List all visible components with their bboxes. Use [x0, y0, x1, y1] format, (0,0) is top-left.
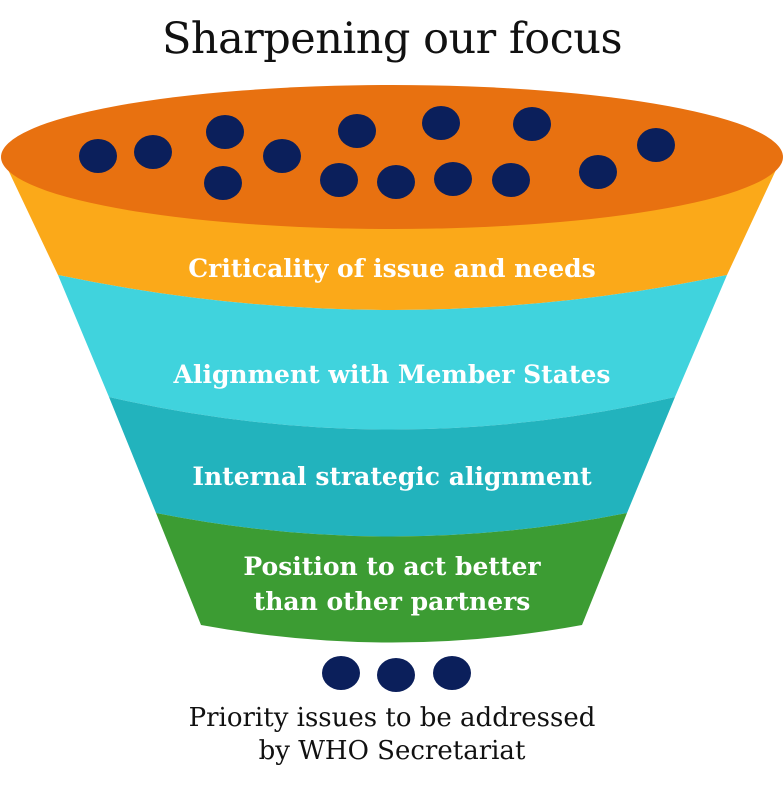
- layer-label-member-states: Alignment with Member States: [173, 360, 611, 389]
- issue-dot: [263, 139, 301, 173]
- bottom-dots-group: [322, 656, 471, 692]
- issue-dot: [320, 163, 358, 197]
- funnel-layer-position: [156, 513, 627, 643]
- diagram-title: Sharpening our focus: [161, 14, 623, 64]
- layer-label-criticality: Criticality of issue and needs: [188, 254, 595, 283]
- layer-label-position-line2: than other partners: [254, 587, 531, 616]
- layer-label-strategic: Internal strategic alignment: [192, 462, 592, 491]
- issue-dot: [206, 115, 244, 149]
- caption-line-1: Priority issues to be addressed: [188, 703, 596, 733]
- priority-dot: [433, 656, 471, 690]
- issue-dot: [134, 135, 172, 169]
- funnel-rim: [1, 85, 783, 229]
- issue-dot: [434, 162, 472, 196]
- output-caption: Priority issues to be addressed by WHO S…: [0, 702, 784, 768]
- top-dots-group: [79, 106, 675, 200]
- issue-dot: [579, 155, 617, 189]
- funnel-layer-member-states: [58, 275, 727, 430]
- layer-label-position-line1: Position to act better: [243, 552, 541, 581]
- priority-dot: [377, 658, 415, 692]
- issue-dot: [422, 106, 460, 140]
- issue-dot: [377, 165, 415, 199]
- issue-dot: [513, 107, 551, 141]
- issue-dot: [338, 114, 376, 148]
- caption-line-2: by WHO Secretariat: [258, 736, 526, 766]
- priority-dot: [322, 656, 360, 690]
- issue-dot: [204, 166, 242, 200]
- issue-dot: [79, 139, 117, 173]
- issue-dot: [492, 163, 530, 197]
- issue-dot: [637, 128, 675, 162]
- funnel-layer-strategic: [109, 397, 675, 537]
